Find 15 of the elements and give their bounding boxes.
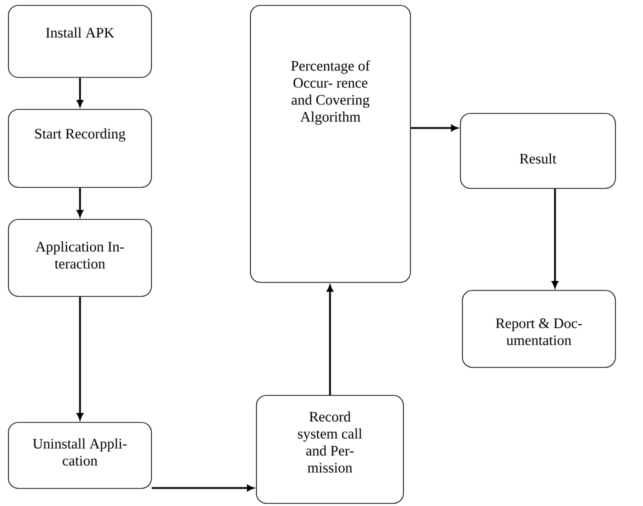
process-box: Record system call and Per- mission [256, 395, 404, 504]
arrow [76, 296, 84, 420]
process-box: Install APK [8, 5, 152, 78]
arrow [552, 188, 558, 288]
process-box: Report & Doc- umentation [462, 290, 616, 368]
process-box: Application In- teraction [8, 219, 152, 297]
process-box: Result [460, 113, 616, 189]
arrow [76, 188, 84, 217]
process-box: Start Recording [8, 109, 152, 188]
process-box: Uninstall Appli- cation [8, 422, 152, 489]
arrow [410, 124, 458, 132]
arrow [76, 78, 84, 107]
arrow [152, 484, 254, 492]
process-box: Percentage of Occur- rence and Covering Algorithm [250, 5, 411, 283]
arrow [326, 285, 334, 395]
